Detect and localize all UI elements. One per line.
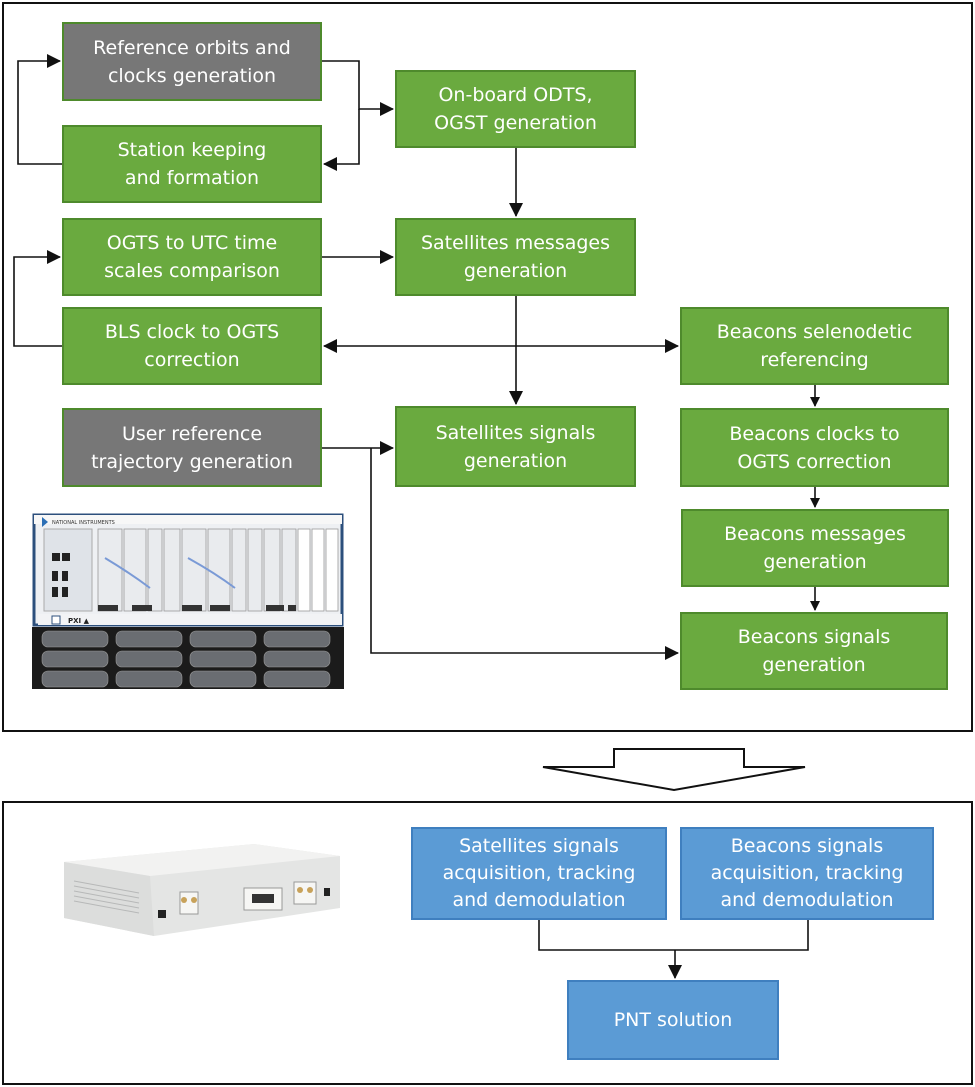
- pxi-chassis-image: NATIONAL INSTRUMENTS PXI ▲: [32, 513, 344, 689]
- block-bls-clock: BLS clock to OGTS correction: [62, 307, 322, 385]
- block-label: User reference trajectory generation: [91, 422, 293, 473]
- block-label: OGTS to UTC time scales comparison: [104, 232, 280, 282]
- block-satellites-messages: Satellites messages generation: [395, 218, 636, 296]
- block-user-reference: User reference trajectory generation: [62, 408, 322, 487]
- block-station-keeping: Station keeping and formation: [62, 125, 322, 203]
- block-label: Satellites signals acquisition, tracking…: [442, 835, 636, 911]
- block-satellites-signals: Satellites signals generation: [395, 406, 636, 487]
- block-label: BLS clock to OGTS correction: [104, 321, 280, 371]
- simulator-panel: [2, 2, 973, 732]
- block-beacons-selenodetic: Beacons selenodetic referencing: [680, 307, 949, 385]
- block-onboard-odts: On-board ODTS, OGST generation: [395, 70, 636, 148]
- receiver-panel: [2, 801, 973, 1085]
- block-label: Beacons signals generation: [737, 626, 891, 676]
- block-label: On-board ODTS, OGST generation: [434, 84, 597, 134]
- block-label: Beacons signals acquisition, tracking an…: [710, 835, 904, 911]
- block-beacons-messages: Beacons messages generation: [681, 509, 949, 587]
- block-label: Reference orbits and clocks generation: [93, 36, 291, 87]
- svg-text:PXI ▲: PXI ▲: [68, 617, 90, 625]
- usrp-device-image: [64, 844, 340, 936]
- block-label: Satellites signals generation: [435, 421, 596, 472]
- block-satellites-acquisition: Satellites signals acquisition, tracking…: [411, 827, 667, 920]
- block-label: Station keeping and formation: [117, 139, 267, 189]
- block-pnt-solution: PNT solution: [567, 980, 779, 1060]
- block-label: Satellites messages generation: [420, 232, 611, 282]
- block-beacons-signals: Beacons signals generation: [680, 612, 948, 690]
- transition-arrow-icon: [542, 748, 806, 792]
- block-ogts-to-utc: OGTS to UTC time scales comparison: [62, 218, 322, 296]
- block-beacons-acquisition: Beacons signals acquisition, tracking an…: [680, 827, 934, 920]
- block-reference-orbits: Reference orbits and clocks generation: [62, 22, 322, 101]
- block-label: Beacons messages generation: [724, 523, 906, 573]
- block-label: Beacons selenodetic referencing: [716, 321, 913, 371]
- block-label: PNT solution: [613, 1008, 733, 1031]
- svg-text:NATIONAL INSTRUMENTS: NATIONAL INSTRUMENTS: [52, 520, 115, 526]
- block-beacons-clocks: Beacons clocks to OGTS correction: [680, 408, 949, 487]
- block-label: Beacons clocks to OGTS correction: [729, 422, 900, 473]
